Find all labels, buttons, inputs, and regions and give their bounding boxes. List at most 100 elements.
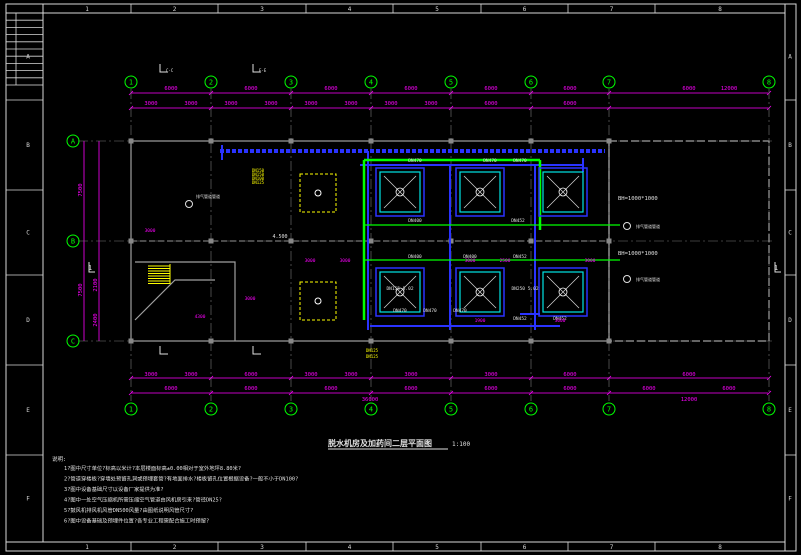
left-dim: 2400: [93, 313, 99, 326]
tank-outer: [375, 267, 425, 317]
top-zone-2: 2: [173, 6, 177, 13]
top-dim-outer: 6000: [404, 86, 417, 92]
callout: 排气管道管道: [196, 193, 220, 199]
tank-center: [395, 187, 405, 197]
callout: 排气管道管道: [636, 276, 660, 282]
side-zone-right-B: B: [788, 142, 792, 149]
side-zone-C: C: [26, 230, 30, 237]
grid-bubble-label: 5: [449, 406, 453, 414]
side-zone-D: D: [26, 317, 30, 324]
side-zone-right-C: C: [788, 230, 792, 237]
tank-diagonal: [546, 275, 580, 309]
top-zone-labels: 1 2 3 4 5 6 7 8: [85, 4, 722, 551]
blue-pipe-network: [220, 145, 605, 330]
section-label: C-C: [166, 68, 174, 73]
pipe-tag: DN470: [483, 158, 497, 164]
pipe-tag: DN470: [393, 308, 407, 314]
bottom-dim-outer: 6000: [404, 386, 417, 392]
bottom-dim-outer: 6000: [563, 386, 576, 392]
section-label: E-E: [259, 68, 267, 73]
misc-dim: 3000: [305, 258, 316, 264]
grid-bubble-2: [204, 75, 218, 89]
column: [208, 238, 214, 244]
bottom-zone-5: 5: [435, 544, 439, 551]
grid-bubble-label: 7: [607, 406, 611, 414]
tank-outer: [455, 267, 505, 317]
top-dim-inner: 3000: [344, 101, 357, 107]
top-dim-outer: 12000: [721, 86, 738, 92]
column: [288, 338, 294, 344]
grid-bubble-3: [284, 402, 298, 416]
callout-bubble: [623, 222, 631, 230]
grid-bubble-label: 4: [369, 406, 373, 414]
grid-bubble-1: [124, 402, 138, 416]
pipe-label-yellow: DN150: [252, 172, 265, 177]
grid-bubble-label: 4: [369, 79, 373, 87]
section-marks: [88, 64, 781, 355]
callout-bubble: [623, 275, 631, 283]
top-zone-6: 6: [523, 6, 527, 13]
dim-tick: [606, 390, 612, 396]
section-mark: 1: [88, 264, 92, 272]
dim-tick: [448, 390, 454, 396]
pipe-tag: DN470: [408, 158, 422, 164]
sheet-frame: [5, 3, 797, 552]
bottom-zone-4: 4: [348, 544, 352, 551]
grid-bubble-4: [364, 402, 378, 416]
column: [448, 338, 454, 344]
grid-bubble-label: 2: [209, 406, 213, 414]
bottom-zone-7: 7: [610, 544, 614, 551]
grid-bubble-label: 3: [289, 79, 293, 87]
top-dim-inner: 3000: [184, 101, 197, 107]
dim-tick: [128, 390, 134, 396]
title-block: [5, 12, 44, 86]
tank-inner: [459, 271, 501, 313]
side-zone-E: E: [26, 407, 30, 414]
grid-bubble-7: [602, 402, 616, 416]
side-zone-A: A: [26, 54, 30, 61]
column: [288, 238, 294, 244]
bottom-zone-8: 8: [718, 544, 722, 551]
pipe-label-yellow: DN150: [252, 168, 265, 173]
left-dim: 7500: [78, 283, 84, 296]
tank-center: [475, 287, 485, 297]
elevation-mark: 4.500: [272, 234, 287, 240]
column: [128, 338, 134, 344]
pipe-tag: DN452: [513, 254, 527, 260]
bottom-dim-inner: 3000: [184, 372, 197, 378]
grid-bubble-8: [762, 75, 776, 89]
pipe-label-yellow: DN125: [366, 348, 379, 353]
pipe-tag: DN470: [453, 308, 467, 314]
bottom-dim-inner: 3000: [144, 372, 157, 378]
bottom-dim-inner: 3000: [344, 372, 357, 378]
note-item: 4?图中一处空气压缩机所需压缩空气管道由风机房引来?管径DN25?: [64, 496, 222, 504]
callout: 排气管道管道: [636, 223, 660, 229]
equipment-base: [299, 173, 337, 213]
pipe-tag: DN400: [463, 254, 477, 260]
bottom-dim-inner: 3000: [404, 372, 417, 378]
column: [208, 338, 214, 344]
tank-inner: [542, 271, 584, 313]
grid-bubble-1: [124, 75, 138, 89]
misc-dim: 3000: [340, 258, 351, 264]
column: [528, 338, 534, 344]
tank-inner: [542, 171, 584, 213]
grid-bubble-4: [364, 75, 378, 89]
top-zone-8: 8: [718, 6, 722, 13]
tank-center: [558, 187, 568, 197]
notes-header: 说明:: [52, 455, 66, 463]
column: [606, 138, 612, 144]
dim-tick: [208, 390, 214, 396]
bottom-dim-outer: 6000: [164, 386, 177, 392]
pipe-label-yellow: DN100: [252, 176, 265, 181]
callout-bubble: [185, 200, 193, 208]
grid-bubble-label: 1: [129, 406, 133, 414]
tanks: [299, 167, 588, 321]
tank-inner: [379, 271, 421, 313]
grid-bubble-7: [602, 75, 616, 89]
tank-center: [558, 287, 568, 297]
equipment-center: [314, 297, 322, 305]
grid-bubble-B: [66, 234, 80, 248]
grid-bubble-label: B: [71, 238, 75, 246]
